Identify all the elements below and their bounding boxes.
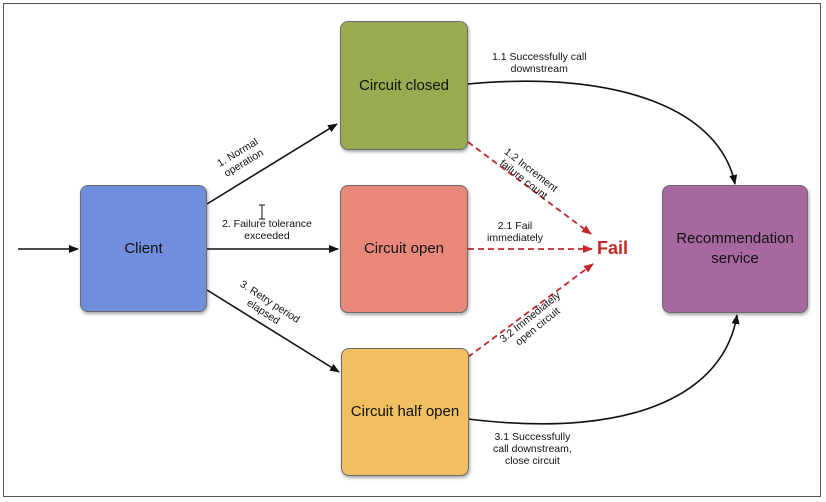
client-node: Client <box>80 185 207 312</box>
arrow-client-to-half-open <box>206 289 340 373</box>
fail-label: Fail <box>597 238 629 258</box>
edge-label-failure-tolerance: 2. Failure tolerance exceeded <box>222 218 312 242</box>
circuit-half-open-node: Circuit half open <box>341 348 469 476</box>
circuit-closed-node: Circuit closed <box>340 21 468 150</box>
edge-label-successfully-call-downstream: 1.1 Successfully call downstream <box>492 51 587 75</box>
text-cursor-icon <box>259 204 265 220</box>
arrow-half-open-to-fail <box>467 263 594 358</box>
recommendation-service-node: Recommendation service <box>662 185 808 313</box>
recommendation-label-line1: Recommendation <box>676 230 794 247</box>
arrow-half-open-to-recommendation <box>467 314 740 425</box>
edge-label-fail-immediately: 2.1 Fail immediately <box>487 220 544 244</box>
circuit-open-node: Circuit open <box>340 185 468 313</box>
circuit-open-label: Circuit open <box>363 240 445 257</box>
circuit-closed-label: Circuit closed <box>358 76 450 94</box>
client-label: Client <box>124 239 163 257</box>
recommendation-label-line2: service <box>711 250 759 267</box>
edge-label-close-circuit: 3.1 Successfully call downstream, close … <box>493 431 572 467</box>
circuit-half-open-label: Circuit half open <box>350 403 460 420</box>
arrow-closed-to-fail <box>467 141 592 235</box>
arrow-closed-to-recommendation <box>467 80 738 185</box>
arrow-client-to-closed <box>206 123 338 205</box>
